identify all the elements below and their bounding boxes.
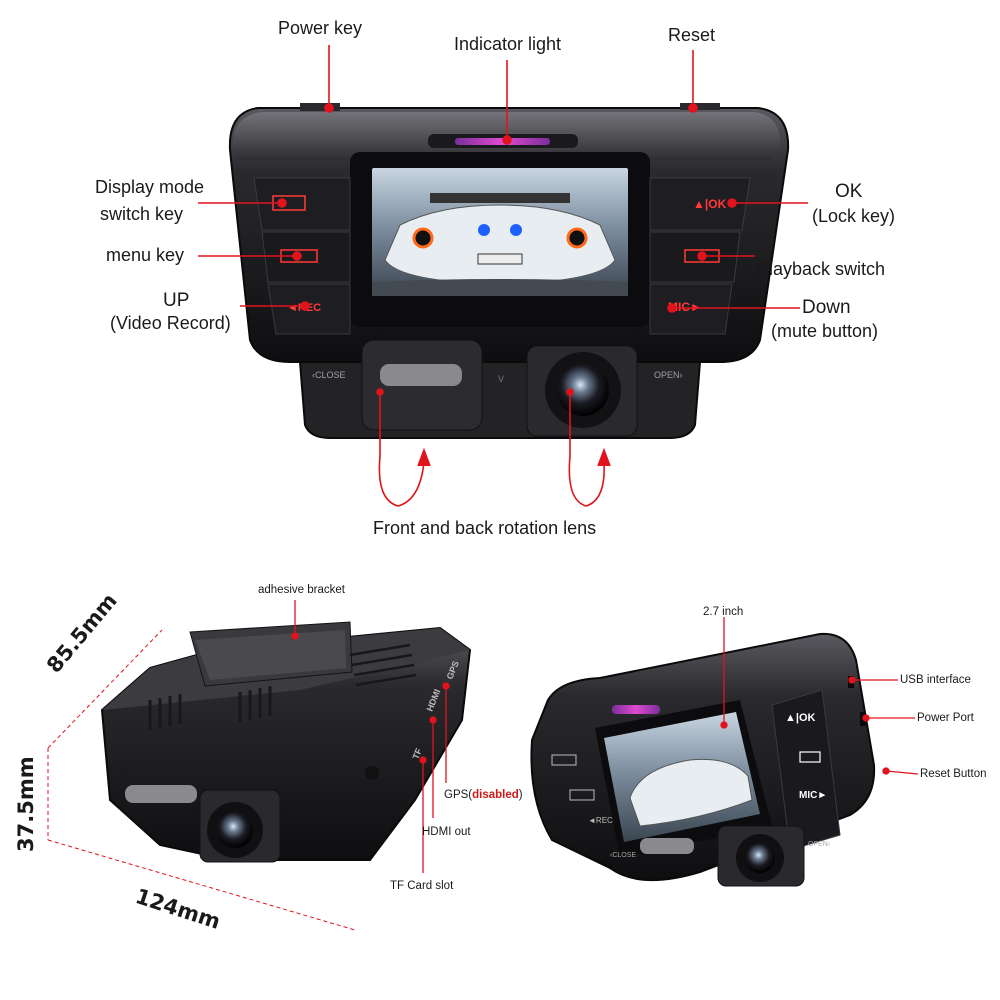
- adhesive-bracket-label: adhesive bracket: [258, 584, 345, 596]
- rotation-arrows: [378, 432, 611, 507]
- dimension-height: 37.5mm: [14, 756, 38, 852]
- power-port-label: Power Port: [917, 712, 974, 724]
- svg-text:‹CLOSE: ‹CLOSE: [610, 852, 636, 859]
- up-label: UP: [163, 290, 190, 311]
- left-buttons: ◄REC: [253, 177, 351, 335]
- svg-text:◄REC: ◄REC: [588, 816, 613, 825]
- screen-size-label: 2.7 inch: [703, 606, 744, 618]
- bottom-right-leaders: [720, 617, 919, 775]
- down-label: Down: [802, 297, 851, 318]
- indicator-light-label: Indicator light: [454, 34, 562, 54]
- rear-lens-slot: [380, 364, 462, 386]
- bottom-left-leaders: [291, 600, 450, 873]
- gps-status: disabled: [472, 789, 519, 801]
- mute-button-label: (mute button): [771, 321, 879, 341]
- svg-text:OPEN›: OPEN›: [654, 370, 683, 380]
- playback-switch-label: Playback switch: [757, 259, 886, 279]
- video-record-label: (Video Record): [110, 313, 231, 333]
- svg-text:MIC►: MIC►: [668, 300, 702, 314]
- bottom-right-device: ▲|OK MIC► ◄REC ‹CLOSE OPEN›: [530, 632, 876, 887]
- ok-label: OK: [835, 181, 863, 202]
- front-lens: [557, 364, 609, 416]
- top-device-body: ◄REC ▲|OK MIC► ‹CLOSE OPEN› v: [228, 103, 790, 439]
- bottom-left-device: TF HDMI GPS: [100, 621, 472, 863]
- power-key-label: Power key: [278, 18, 363, 38]
- rotation-lens-label: Front and back rotation lens: [373, 518, 597, 538]
- right-buttons: ▲|OK MIC►: [649, 177, 751, 335]
- svg-text:▲|OK: ▲|OK: [785, 712, 816, 724]
- hdmi-out-label: HDMI out: [422, 826, 471, 838]
- svg-text:OPEN›: OPEN›: [808, 841, 831, 848]
- svg-text:‹CLOSE: ‹CLOSE: [312, 370, 346, 380]
- display-mode-label: Display mode: [95, 177, 205, 197]
- svg-text:MIC►: MIC►: [799, 790, 827, 801]
- reset-button-label: Reset Button: [920, 768, 987, 780]
- dimension-lines: [47, 629, 356, 931]
- tf-card-label: TF Card slot: [390, 880, 454, 892]
- usb-interface-label: USB interface: [900, 674, 971, 686]
- car-image: [372, 193, 628, 296]
- display-mode-label-line2: switch key: [100, 204, 184, 224]
- gps-label: GPS(disabled): [444, 789, 523, 801]
- lock-key-label: (Lock key): [812, 206, 896, 226]
- top-leader-lines: [198, 45, 808, 432]
- reset-label: Reset: [668, 25, 716, 45]
- menu-key-label: menu key: [106, 245, 185, 265]
- svg-text:v: v: [498, 371, 504, 385]
- svg-text:▲|OK: ▲|OK: [693, 197, 727, 211]
